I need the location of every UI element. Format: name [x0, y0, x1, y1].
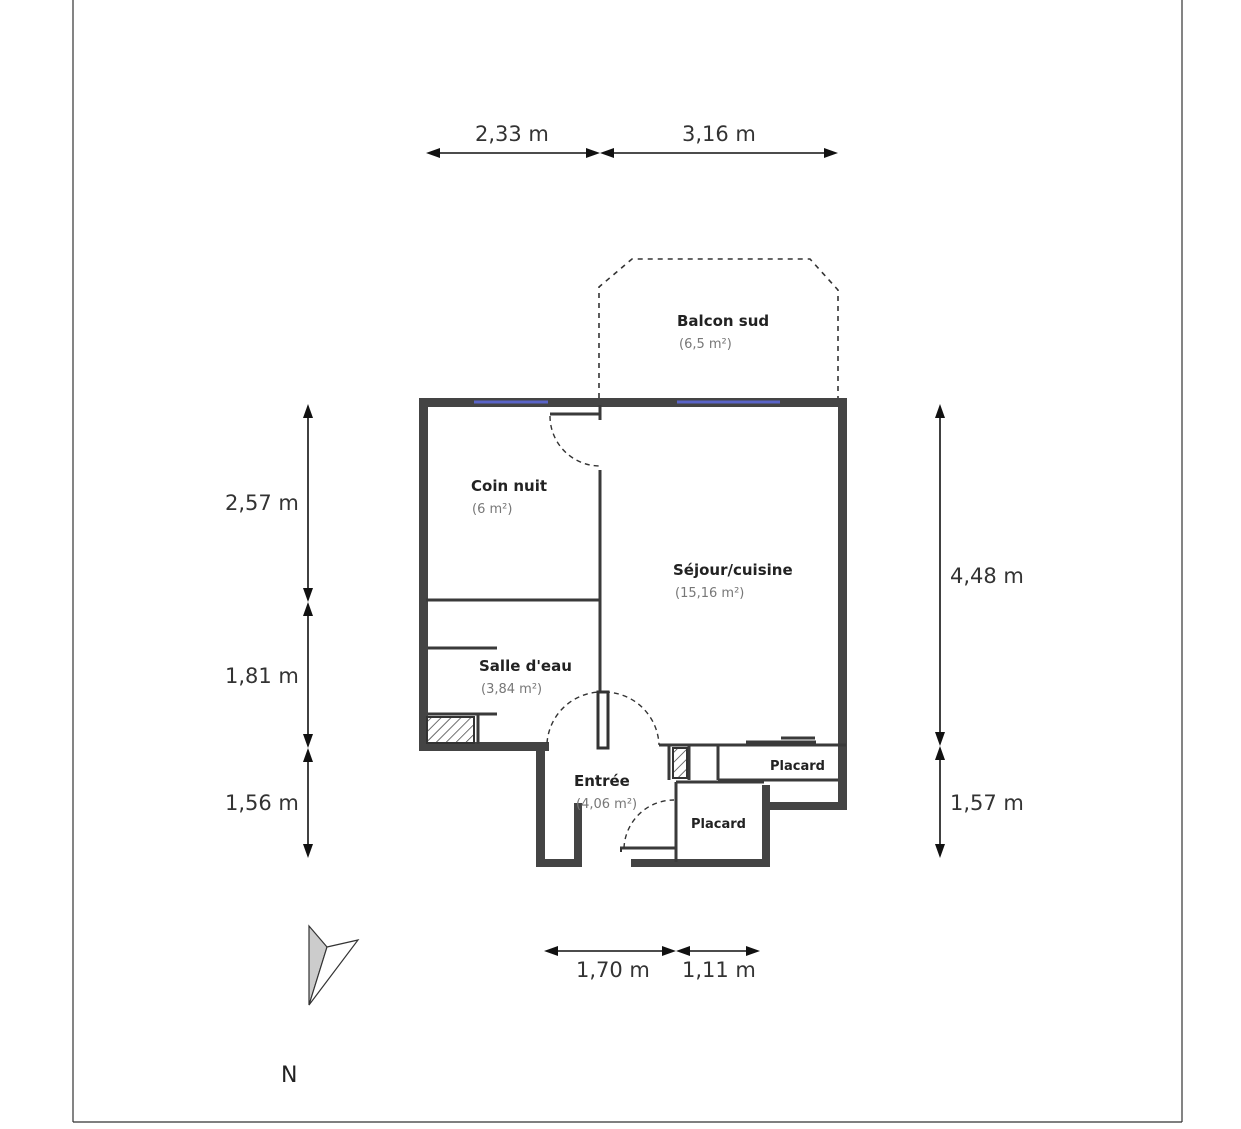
dimension-label-left-middle: 1,81 m — [225, 664, 299, 688]
exterior-walls — [419, 398, 847, 867]
dimension-left-middle: 1,81 m — [225, 602, 313, 748]
room-name-salle-eau: Salle d'eau — [479, 657, 572, 675]
dimension-label-right-upper: 4,48 m — [950, 564, 1024, 588]
dimension-label-left-upper: 2,57 m — [225, 491, 299, 515]
room-sejour: Séjour/cuisine (15,16 m²) — [673, 561, 793, 601]
room-area-salle-eau: (3,84 m²) — [481, 682, 542, 697]
dimension-right-lower: 1,57 m — [935, 746, 1024, 858]
room-area-balcon: (6,5 m²) — [679, 337, 732, 352]
page-frame — [72, 0, 1183, 1123]
shaft-hatch-small — [672, 747, 688, 779]
dimension-bottom-right: 1,11 m — [676, 946, 760, 982]
room-name-entree: Entrée — [574, 772, 630, 790]
north-arrow-icon — [308, 924, 360, 1006]
room-name-placard-2: Placard — [691, 817, 746, 832]
room-name-sejour: Séjour/cuisine — [673, 561, 793, 579]
dimension-left-lower: 1,56 m — [225, 748, 313, 858]
room-coin-nuit: Coin nuit (6 m²) — [471, 477, 547, 517]
room-area-sejour: (15,16 m²) — [675, 586, 744, 601]
room-name-balcon: Balcon sud — [677, 312, 769, 330]
room-area-entree: (4,06 m²) — [576, 797, 637, 812]
dimension-label-bottom-left: 1,70 m — [576, 958, 650, 982]
room-area-coin-nuit: (6 m²) — [472, 502, 512, 517]
dimension-label-left-lower: 1,56 m — [225, 791, 299, 815]
dimension-top-left: 2,33 m — [426, 122, 600, 158]
dimension-bottom-left: 1,70 m — [544, 946, 676, 982]
dimension-right-upper: 4,48 m — [935, 404, 1024, 746]
dimension-top-right: 3,16 m — [600, 122, 838, 158]
dimension-label-bottom-right: 1,11 m — [682, 958, 756, 982]
shaft-hatch — [426, 716, 475, 744]
dimension-label-top-right: 3,16 m — [682, 122, 756, 146]
room-entree: Entrée (4,06 m²) — [574, 772, 637, 812]
room-name-placard-1: Placard — [770, 759, 825, 774]
room-name-coin-nuit: Coin nuit — [471, 477, 547, 495]
interior-walls — [426, 405, 846, 862]
room-salle-eau: Salle d'eau (3,84 m²) — [479, 657, 572, 697]
dimension-label-right-lower: 1,57 m — [950, 791, 1024, 815]
door-swings — [546, 415, 675, 852]
north-label: N — [281, 1063, 297, 1088]
room-balcon: Balcon sud (6,5 m²) — [677, 312, 769, 352]
dimension-label-top-left: 2,33 m — [475, 122, 549, 146]
dimension-left-upper: 2,57 m — [225, 404, 313, 602]
balcony-outline — [598, 258, 839, 398]
